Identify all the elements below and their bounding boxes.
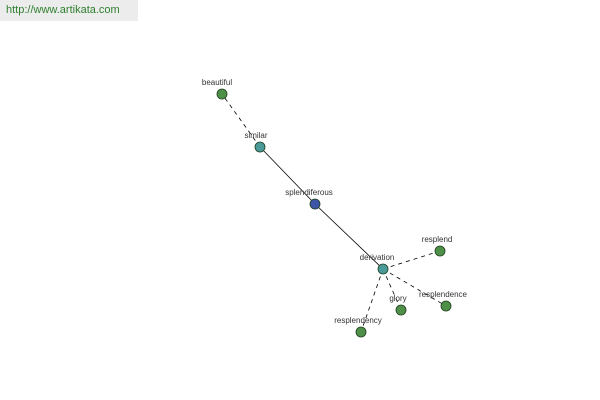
node-resplend[interactable]: resplend <box>422 235 453 257</box>
edge-splendiferous-derivation <box>314 203 384 270</box>
node-label-resplendence[interactable]: resplendence <box>419 290 468 299</box>
edge-similar-beautiful <box>221 93 261 148</box>
edges-layer <box>221 93 447 333</box>
node-beautiful[interactable]: beautiful <box>202 78 232 100</box>
node-circle-glory[interactable] <box>395 304 407 316</box>
node-label-splendiferous[interactable]: splendiferous <box>285 188 333 197</box>
edge-splendiferous-similar <box>259 146 316 205</box>
node-similar[interactable]: similar <box>244 131 268 153</box>
edge-derivation-resplendency <box>360 268 384 333</box>
node-label-resplend[interactable]: resplend <box>422 235 453 244</box>
source-url[interactable]: http://www.artikata.com <box>0 0 138 21</box>
node-label-glory[interactable]: glory <box>389 294 406 303</box>
edge-derivation-resplend <box>382 250 441 270</box>
node-glory[interactable]: glory <box>389 294 407 316</box>
nodes-layer: beautiful similar splendiferous derivation r… <box>202 78 468 338</box>
node-circle-resplendency[interactable] <box>355 326 367 338</box>
node-circle-derivation[interactable] <box>377 263 389 275</box>
node-circle-resplendence[interactable] <box>440 300 452 312</box>
node-circle-similar[interactable] <box>254 141 266 153</box>
node-circle-beautiful[interactable] <box>216 88 228 100</box>
node-label-resplendency[interactable]: resplendency <box>334 316 382 325</box>
node-derivation[interactable]: derivation <box>360 253 395 275</box>
node-resplendency[interactable]: resplendency <box>334 316 382 338</box>
edge-derivation-glory <box>382 268 402 311</box>
node-circle-resplend[interactable] <box>434 245 446 257</box>
node-label-derivation[interactable]: derivation <box>360 253 395 262</box>
node-splendiferous[interactable]: splendiferous <box>285 188 333 210</box>
node-resplendence[interactable]: resplendence <box>419 290 468 312</box>
node-circle-splendiferous[interactable] <box>309 198 321 210</box>
node-label-beautiful[interactable]: beautiful <box>202 78 232 87</box>
node-label-similar[interactable]: similar <box>244 131 267 140</box>
